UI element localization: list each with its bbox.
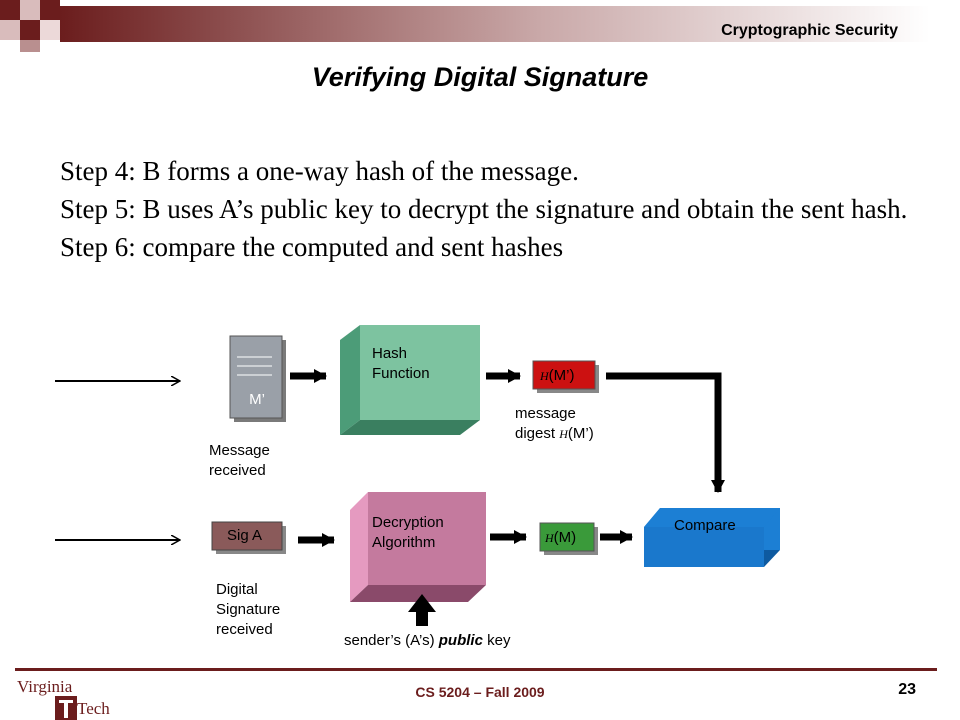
message-caption: Message received [209,442,270,479]
svg-text:Tech: Tech [77,699,110,718]
hash-to-compare-arrow [606,372,725,493]
hash-output-box [532,360,599,393]
page-number: 23 [898,681,916,698]
checker-logo-icon [0,0,60,52]
decrypt-output-box [539,522,598,555]
step-4: Step 4: B forms a one-way hash of the me… [60,156,579,186]
virginia-tech-logo-icon: Virginia Tech [17,677,110,720]
signature-box [211,521,286,554]
public-key-arrowhead [408,594,436,612]
signature-label: Sig A [227,527,263,544]
compare-label: Compare [674,517,736,534]
hash-output-label: H(M’) [540,367,575,384]
course-title: Cryptographic Security [721,22,898,39]
footer-course: CS 5204 – Fall 2009 [415,684,545,700]
signature-caption: Digital Signature received [216,581,281,638]
steps-text: Step 4: B forms a one-way hash of the me… [60,152,930,266]
message-document-icon [229,335,286,422]
message-doc-label: M’ [249,391,265,408]
public-key-caption: sender’s (A’s) public key [344,632,511,649]
step-5: Step 5: B uses A’s public key to decrypt… [60,194,908,224]
digest-caption: message digest H(M’) [515,405,594,442]
decryption-algorithm-box [350,492,486,602]
footer-divider [15,668,937,671]
step-6: Step 6: compare the computed and sent ha… [60,232,564,262]
compare-box [644,508,780,567]
hash-function-label: Hash Function [372,345,430,382]
slide-title: Verifying Digital Signature [311,62,649,92]
hash-function-box [340,325,480,435]
header-band [0,0,930,52]
decryption-label: Decryption Algorithm [372,514,444,551]
svg-text:Virginia: Virginia [17,677,73,696]
decrypt-output-label: H(M) [545,529,577,546]
